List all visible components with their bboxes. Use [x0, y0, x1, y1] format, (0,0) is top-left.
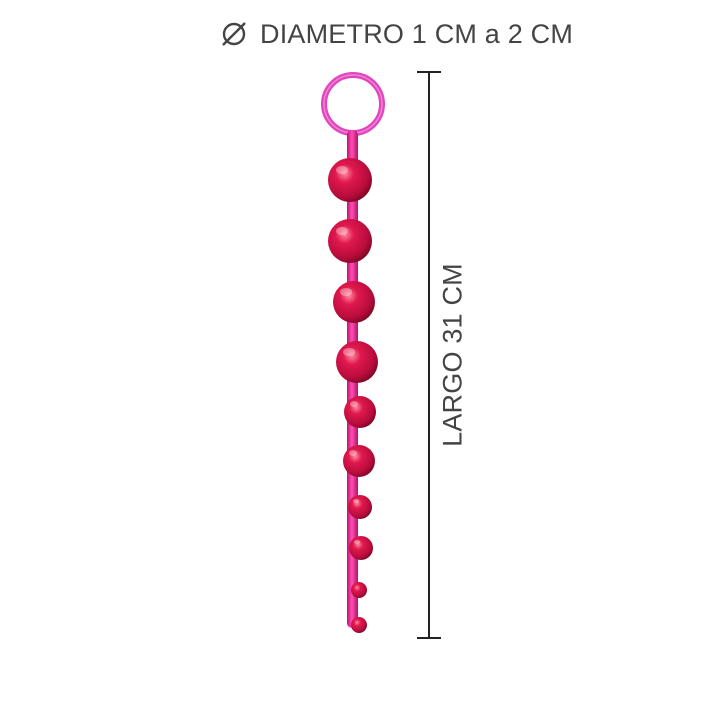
diameter-symbol-icon	[222, 22, 246, 46]
bead	[343, 445, 375, 477]
bead	[336, 341, 378, 383]
bead	[328, 158, 372, 202]
bead	[333, 281, 375, 323]
length-label: LARGO 31 CM	[437, 263, 468, 447]
bead	[348, 495, 372, 519]
bead	[349, 536, 373, 560]
bead	[328, 219, 372, 263]
bead	[344, 396, 376, 428]
beads	[328, 158, 378, 633]
diameter-label: DIAMETRO 1 CM a 2 CM	[220, 14, 573, 54]
diameter-text: DIAMETRO 1 CM a 2 CM	[260, 19, 574, 49]
bead	[351, 582, 367, 598]
bead	[351, 617, 367, 633]
